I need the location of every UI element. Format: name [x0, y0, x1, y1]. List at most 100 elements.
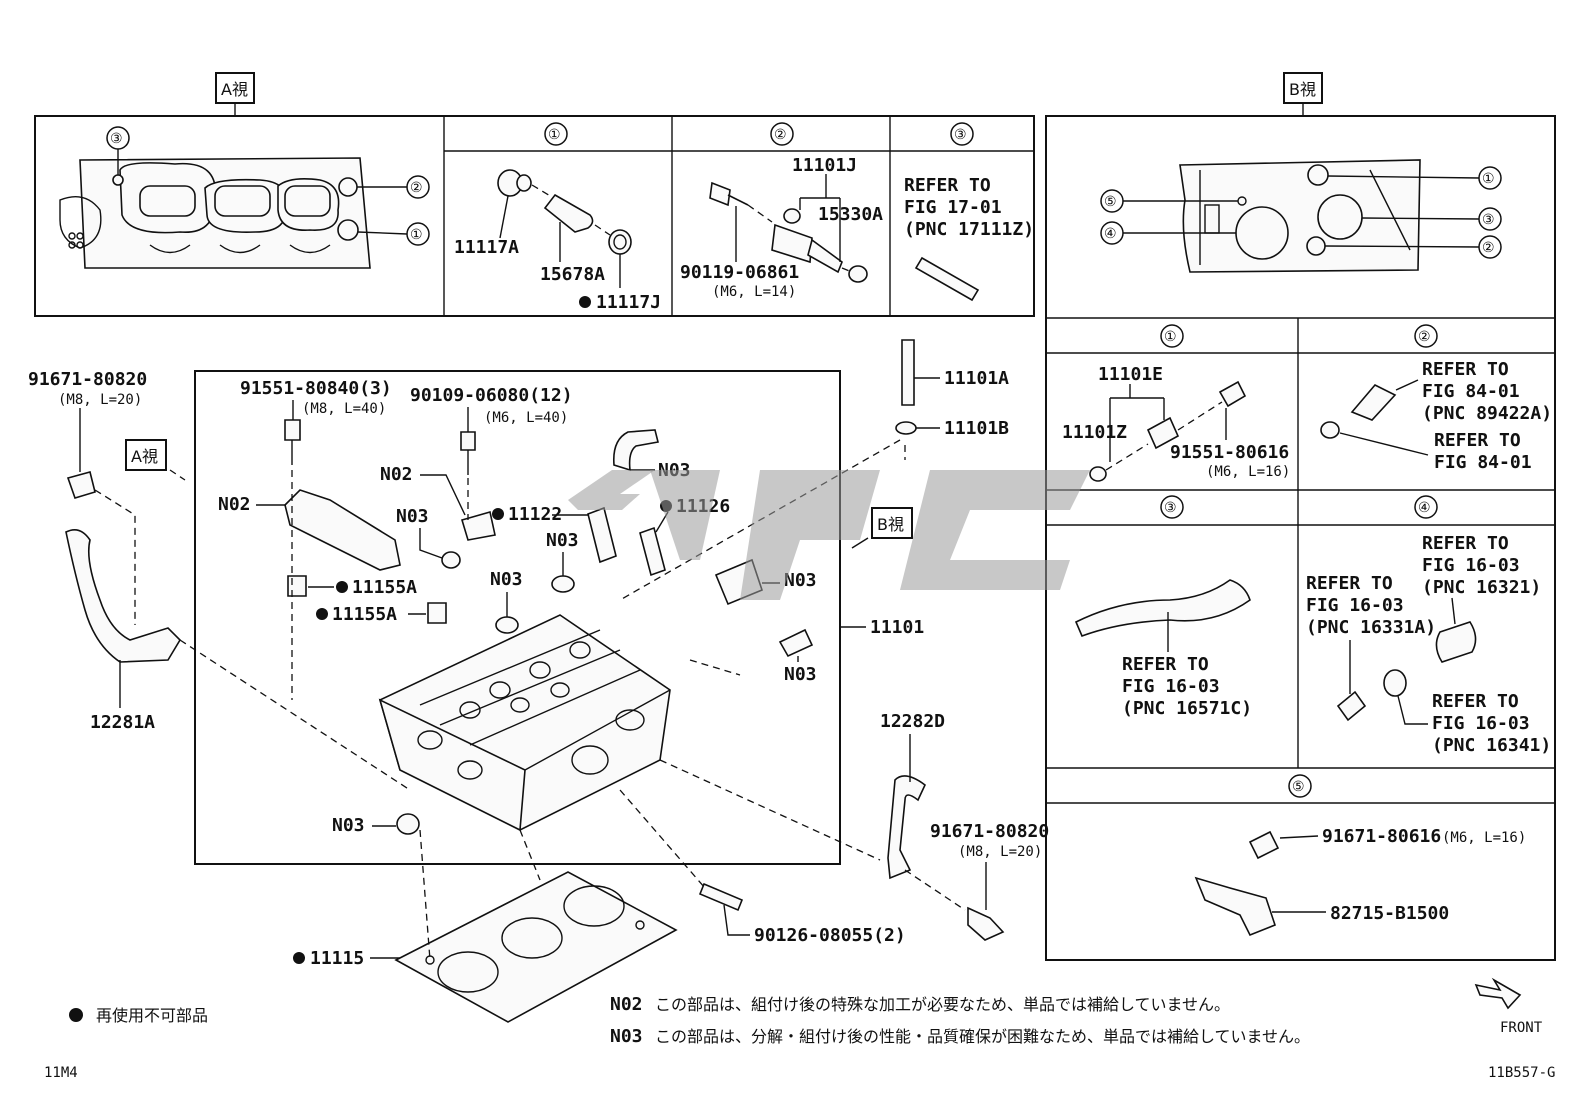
- part-label[interactable]: 12281A: [90, 712, 155, 733]
- part-label[interactable]: 91671-80616: [1322, 826, 1441, 847]
- refer-text: REFER TO: [1306, 573, 1393, 594]
- engine-hanger-right-illustration: [887, 775, 926, 880]
- part-spec: (M8, L=20): [958, 844, 1042, 860]
- part-label[interactable]: 11101A: [944, 368, 1009, 389]
- refer-text: REFER TO: [1432, 691, 1519, 712]
- figure-code-right: 11B557-G: [1488, 1065, 1555, 1081]
- part-label[interactable]: 91551-80616: [1170, 442, 1289, 463]
- legend-text: 再使用不可部品: [96, 1006, 208, 1025]
- sub-b1-header: ①: [1164, 329, 1177, 345]
- plug-illustration: [441, 551, 461, 569]
- view-a-callout-3: ③: [110, 131, 123, 147]
- part-label[interactable]: 91551-80840(3): [240, 378, 392, 399]
- refer-text: FIG 16-03: [1432, 713, 1530, 734]
- washer-illustration: [895, 421, 917, 435]
- sub-b3-header: ③: [1164, 500, 1177, 516]
- refer-text: REFER TO: [1434, 430, 1521, 451]
- main-exploded-view: 91671-80820 (M8, L=20) A視 12281A: [28, 339, 1049, 1023]
- refer-text: (PNC 16321): [1422, 577, 1541, 598]
- refer-text: FIG 16-03: [1306, 595, 1404, 616]
- figure-code-left: 11M4: [44, 1065, 78, 1081]
- stud-bolt-illustration: [901, 339, 915, 406]
- view-a-callout-1: ①: [410, 227, 423, 243]
- front-label: FRONT: [1500, 1020, 1543, 1036]
- note-code: N03: [610, 1026, 643, 1047]
- refer-text: FIG 16-03: [1422, 555, 1520, 576]
- dowel-illustration: [427, 602, 447, 624]
- part-label[interactable]: 91671-80820: [28, 369, 147, 390]
- sensor-illustration: [1089, 380, 1247, 482]
- part-label[interactable]: 11122: [508, 504, 562, 525]
- part-label[interactable]: 11101J: [792, 155, 857, 176]
- part-label[interactable]: 90109-06080(12): [410, 385, 573, 406]
- refer-text: (PNC 17111Z): [904, 219, 1034, 240]
- refer-text: FIG 84-01: [1434, 452, 1532, 473]
- view-b-callout-1: ①: [1482, 171, 1495, 187]
- refer-text: (PNC 16341): [1432, 735, 1551, 756]
- part-label[interactable]: 11115: [310, 948, 364, 969]
- part-label[interactable]: 90119-06861: [680, 262, 799, 283]
- plug-pin-illustration: [778, 628, 814, 658]
- refer-text: FIG 84-01: [1422, 381, 1520, 402]
- refer-text: FIG 16-03: [1122, 676, 1220, 697]
- part-label[interactable]: 11101Z: [1062, 422, 1127, 443]
- part-label[interactable]: 11101B: [944, 418, 1009, 439]
- part-label[interactable]: N03: [784, 664, 817, 685]
- footer: 再使用不可部品 N02 この部品は、組付け後の特殊な加工が必要なため、単品では補…: [44, 977, 1555, 1081]
- water-outlet-illustration: [1336, 621, 1477, 722]
- refer-text: REFER TO: [1422, 533, 1509, 554]
- bolt-illustration: [66, 471, 96, 499]
- part-label[interactable]: 11101E: [1098, 364, 1163, 385]
- part-spec: (M6, L=16): [1206, 464, 1290, 480]
- part-label[interactable]: 90126-08055(2): [754, 925, 906, 946]
- part-label[interactable]: 11117A: [454, 237, 519, 258]
- part-label[interactable]: 91671-80820: [930, 821, 1049, 842]
- part-label[interactable]: 15330A: [818, 204, 883, 225]
- refer-text: (PNC 16571C): [1122, 698, 1252, 719]
- engine-hanger-illustration: [65, 529, 182, 663]
- seal-ring-illustration: [495, 616, 519, 634]
- refer-text: FIG 17-01: [904, 197, 1002, 218]
- part-label[interactable]: N03: [396, 506, 429, 527]
- view-b-callout-3: ③: [1482, 212, 1495, 228]
- view-b-callout-2: ②: [1482, 240, 1495, 256]
- bent-pipe-illustration: [612, 429, 659, 472]
- view-a-callout-2: ②: [410, 180, 423, 196]
- hose-illustration: [1074, 579, 1251, 638]
- part-label[interactable]: 12282D: [880, 711, 945, 732]
- bolt-illustration: [967, 906, 1005, 941]
- refer-text: REFER TO: [1422, 359, 1509, 380]
- part-label[interactable]: N03: [546, 530, 579, 551]
- part-spec: (M6, L=16): [1442, 830, 1526, 846]
- sub-b5-header: ⑤: [1292, 779, 1305, 795]
- cam-bolt-illustration: [460, 431, 476, 451]
- seal-ring-illustration: [396, 813, 420, 835]
- sub-a1-header: ①: [548, 127, 561, 143]
- part-spec: (M6, L=14): [712, 284, 796, 300]
- part-label[interactable]: 82715-B1500: [1330, 903, 1449, 924]
- dowel-illustration: [287, 575, 307, 597]
- seal-ring-illustration: [551, 575, 575, 593]
- sub-a2-header: ②: [774, 127, 787, 143]
- front-arrow-icon: [1474, 977, 1522, 1010]
- part-label[interactable]: N03: [490, 569, 523, 590]
- spark-plug-tube-illustration: [587, 506, 617, 564]
- part-label[interactable]: 11117J: [596, 292, 661, 313]
- part-label[interactable]: N03: [784, 570, 817, 591]
- head-side-view-illustration: [59, 157, 371, 269]
- sub-b4-header: ④: [1418, 500, 1431, 516]
- part-spec: (M6, L=40): [484, 410, 568, 426]
- part-label[interactable]: N03: [332, 815, 365, 836]
- part-label[interactable]: 11155A: [332, 604, 397, 625]
- injector-tube-illustration: [639, 526, 666, 577]
- part-spec: (M8, L=40): [302, 401, 386, 417]
- view-b-panel: B視 ⑤ ④ ① ③ ②: [1045, 72, 1556, 961]
- part-label[interactable]: N02: [380, 464, 413, 485]
- part-label[interactable]: 15678A: [540, 264, 605, 285]
- part-label[interactable]: N02: [218, 494, 251, 515]
- part-label[interactable]: 11101: [870, 617, 924, 638]
- part-label[interactable]: 11155A: [352, 577, 417, 598]
- bracket-n02-illustration: [461, 510, 496, 541]
- view-a-panel: A視 ③ ② ①: [34, 72, 1035, 317]
